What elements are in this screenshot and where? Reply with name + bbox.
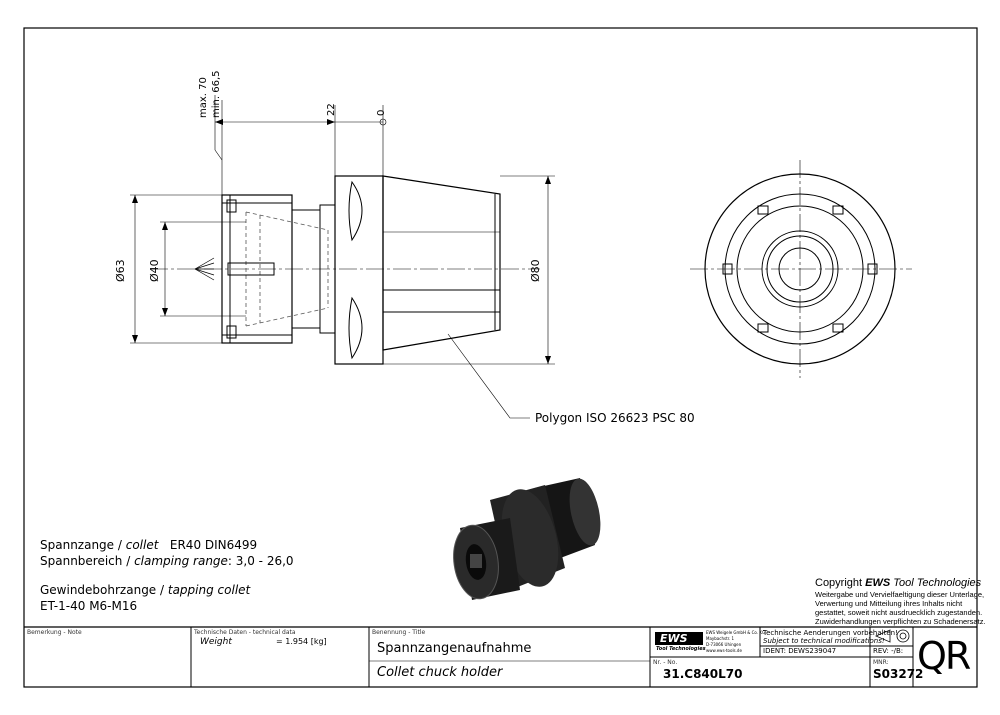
dim-diameter-80: Ø80 [529, 259, 542, 282]
company-line-4: www.ews-tools.de [706, 648, 742, 653]
company-line-2: Maybachstr. 1 [706, 636, 735, 641]
copyright-line-3: gestattet, soweit nicht ausdruecklich zu… [815, 608, 983, 617]
dimension-lines [130, 95, 555, 419]
mnr-value: S03272 [873, 667, 924, 681]
company-line-3: D-73066 Uhingen [706, 642, 742, 647]
title-block-grid [24, 626, 977, 687]
number-label: Nr. - No. [653, 659, 678, 666]
dim-diameter-40: Ø40 [148, 259, 161, 282]
dim-0: 0 [376, 109, 387, 116]
side-view [150, 175, 540, 365]
mnr-label: MNR: [873, 659, 889, 666]
spec-tapping-collet: Gewindebohrzange / tapping collet [40, 583, 251, 597]
changes-english: Subject to technical modifications! [763, 637, 885, 645]
tool-symbol-icon [874, 629, 910, 643]
number-value: 31.C840L70 [663, 667, 743, 681]
qr-code-mark: QR [917, 634, 971, 678]
ews-logo: EWS [660, 632, 688, 645]
ews-logo-subtitle: Tool Technologies [656, 646, 706, 652]
dim-22: 22 [326, 103, 337, 116]
sheet-border [23, 27, 978, 688]
spec-collet: Spannzange / collet ER40 DIN6499 [40, 538, 258, 552]
isometric-render [453, 478, 601, 600]
weight-label: Weight [200, 637, 232, 647]
copyright-line-4: Zuwiderhandlungen verpflichten zu Schade… [815, 617, 986, 626]
dim-diameter-63: Ø63 [114, 259, 127, 282]
tech-data-label: Technische Daten - technical data [194, 629, 296, 636]
front-view [690, 160, 912, 378]
ews-logo-bar [655, 632, 703, 645]
dim-max-70: max. 70 [198, 77, 209, 118]
polygon-callout: Polygon ISO 26623 PSC 80 [535, 411, 695, 425]
weight-value: = 1.954 [kg] [276, 637, 327, 646]
dim-min-66-5: min. 66,5 [211, 70, 222, 118]
copyright-line-2: Verwertung und Mitteilung ihres Inhalts … [815, 599, 963, 608]
spec-clamping-range: Spannbereich / clamping range: 3,0 - 26,… [40, 554, 294, 568]
spec-tapping-size: ET-1-40 M6-M16 [40, 599, 138, 613]
changes-german: Technische Aenderungen vorbehalten! [763, 629, 898, 637]
title-german: Spannzangenaufnahme [377, 641, 532, 656]
ident-value: IDENT: DEWS239047 [763, 647, 837, 655]
copyright-line-1: Weitergabe und Vervielfaeltigung dieser … [815, 590, 985, 599]
revision-value: REV: -/B: [873, 647, 904, 655]
company-line-1: EWS Weigele GmbH & Co. KG [706, 630, 766, 635]
title-label: Benennung - Title [372, 629, 426, 636]
note-label: Bemerkung - Note [27, 629, 82, 636]
copyright-title: Copyright EWS Tool Technologies [815, 577, 982, 589]
title-english: Collet chuck holder [377, 665, 503, 680]
